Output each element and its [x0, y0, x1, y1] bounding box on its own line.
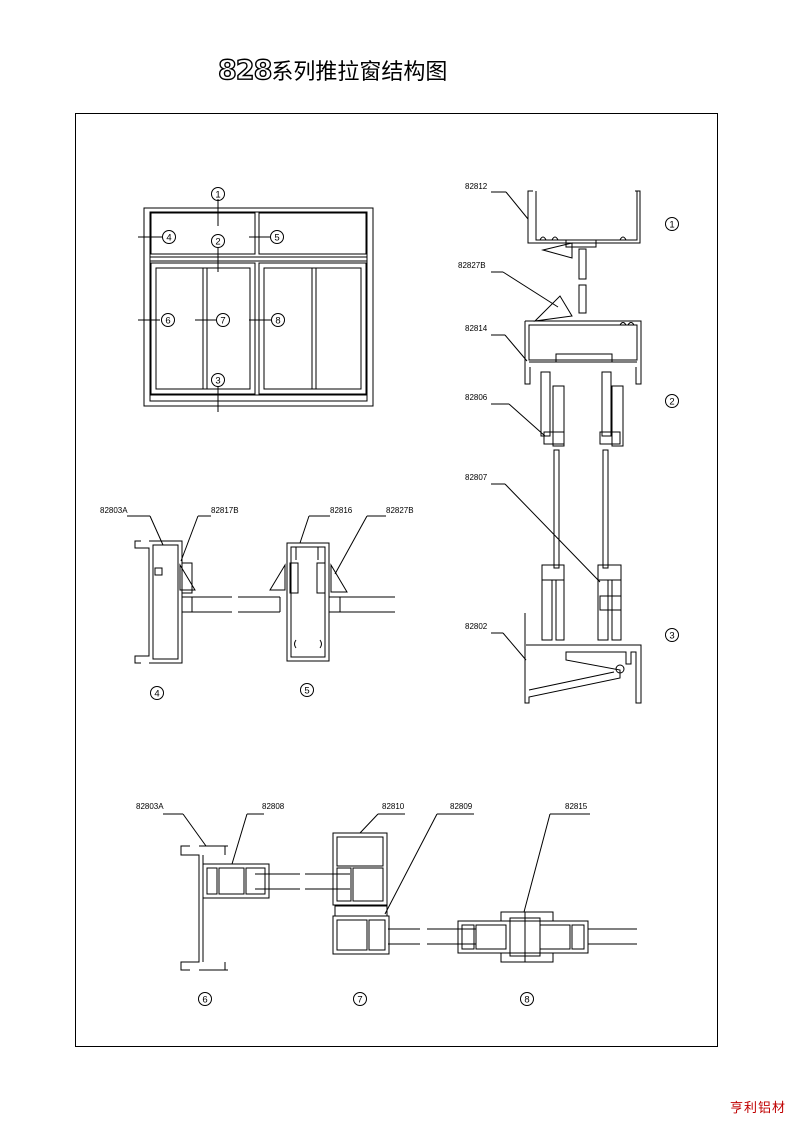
marker-3-circle	[211, 373, 225, 387]
detail-6-circle	[198, 992, 212, 1006]
detail-8-marker: 8	[524, 995, 529, 1006]
marker-8-circle	[271, 313, 285, 327]
drawing-title: 828系列推拉窗结构图	[217, 54, 448, 88]
marker-6: 6	[165, 316, 170, 327]
marker-5-circle	[270, 230, 284, 244]
marker-8: 8	[275, 316, 280, 327]
detail-7-circle	[353, 992, 367, 1006]
detail-8	[457, 813, 637, 963]
part-82827B: 82827B	[458, 261, 486, 270]
detail-5-circle	[300, 683, 314, 697]
detail-7-marker: 7	[357, 995, 362, 1006]
title-text: 系列推拉窗结构图	[271, 60, 448, 85]
detail-6-part-b: 82808	[262, 802, 285, 811]
marker-3: 3	[215, 376, 220, 387]
section-marker-2: 2	[669, 397, 674, 408]
marker-1: 1	[215, 190, 220, 201]
marker-2: 2	[215, 237, 220, 248]
detail-6	[163, 813, 350, 971]
detail-8-circle	[520, 992, 534, 1006]
detail-7-part-b: 82809	[450, 802, 473, 811]
marker-6-circle	[161, 313, 175, 327]
marker-7-circle	[216, 313, 230, 327]
section-marker-1-circle	[665, 217, 679, 231]
detail-4-marker: 4	[154, 689, 159, 700]
detail-4-part-b: 82817B	[211, 506, 239, 515]
window-elevation	[138, 199, 374, 412]
detail-5	[238, 515, 395, 662]
section-marker-3: 3	[669, 631, 674, 642]
part-82802: 82802	[465, 622, 488, 631]
part-82807: 82807	[465, 473, 488, 482]
marker-5: 5	[274, 233, 279, 244]
marker-2-circle	[211, 234, 225, 248]
detail-4	[127, 515, 232, 664]
detail-7-part-a: 82810	[382, 802, 405, 811]
detail-4-circle	[150, 686, 164, 700]
marker-4-circle	[162, 230, 176, 244]
series-number: 828	[217, 54, 273, 86]
part-82812: 82812	[465, 182, 488, 191]
detail-6-part-a: 82803A	[136, 802, 164, 811]
part-82814: 82814	[465, 324, 488, 333]
section-marker-3-circle	[665, 628, 679, 642]
detail-5-part-b: 82827B	[386, 506, 414, 515]
section-marker-1: 1	[669, 220, 674, 231]
detail-8-part-a: 82815	[565, 802, 588, 811]
vertical-section	[491, 190, 642, 704]
part-82806: 82806	[465, 393, 488, 402]
detail-5-marker: 5	[304, 686, 309, 697]
marker-4: 4	[166, 233, 171, 244]
detail-5-part-a: 82816	[330, 506, 353, 515]
drawing-border	[75, 113, 718, 1047]
marker-1-circle	[211, 187, 225, 201]
detail-7	[332, 813, 476, 955]
section-marker-2-circle	[665, 394, 679, 408]
detail-4-part-a: 82803A	[100, 506, 128, 515]
detail-6-marker: 6	[202, 995, 207, 1006]
brand-watermark: 亨利铝材	[729, 1101, 786, 1116]
marker-7: 7	[220, 316, 225, 327]
